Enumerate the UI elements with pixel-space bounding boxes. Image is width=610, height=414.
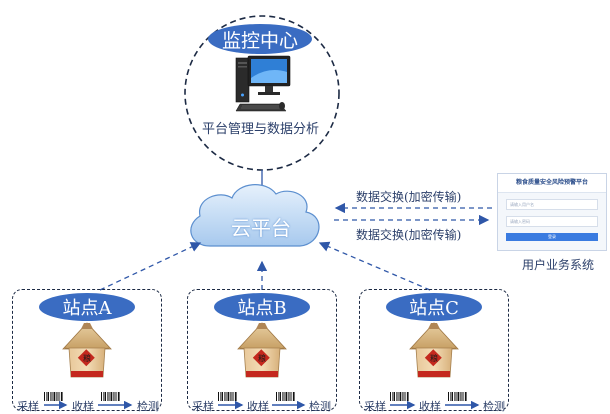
user-system-portal: 粮食质量安全风险预警平台 请输入用户名 请输入密码 登录: [497, 173, 607, 251]
station-b-label: 站点B: [214, 293, 310, 321]
flow-step-receiving: 收样: [419, 400, 441, 413]
station-a-box: [12, 289, 162, 411]
flow-step-sampling: 采样: [17, 400, 39, 413]
station-c-label: 站点C: [386, 293, 482, 321]
station-a-arrow: [99, 242, 202, 291]
flow-step-receiving: 收样: [72, 400, 94, 413]
flow-step-sampling: 采样: [364, 400, 386, 413]
cloud-label: 云平台: [231, 216, 291, 240]
flow-step-testing: 检测: [137, 400, 159, 413]
flow-step-testing: 检测: [483, 400, 505, 413]
desktop-computer-icon: [235, 55, 291, 112]
exchange-label-bottom: 数据交换(加密传输): [356, 228, 462, 242]
monitor-center-title: 监控中心: [208, 24, 312, 54]
flow-step-sampling: 采样: [192, 400, 214, 413]
station-c-box: [359, 289, 509, 411]
station-a-label: 站点A: [39, 293, 135, 321]
flow-step-receiving: 收样: [247, 400, 269, 413]
exchange-label-top: 数据交换(加密传输): [356, 190, 462, 204]
cloud-icon: [190, 184, 320, 247]
user-system-caption: 用户业务系统: [522, 258, 595, 272]
portal-username-field[interactable]: 请输入用户名: [506, 199, 598, 210]
station-b-box: [187, 289, 337, 411]
monitor-center-subtitle: 平台管理与数据分析: [202, 122, 320, 137]
portal-login-button[interactable]: 登录: [506, 233, 598, 241]
station-c-arrow: [318, 241, 431, 291]
flow-step-testing: 检测: [309, 400, 331, 413]
portal-title: 粮食质量安全风险预警平台: [498, 174, 606, 193]
portal-password-field[interactable]: 请输入密码: [506, 216, 598, 227]
